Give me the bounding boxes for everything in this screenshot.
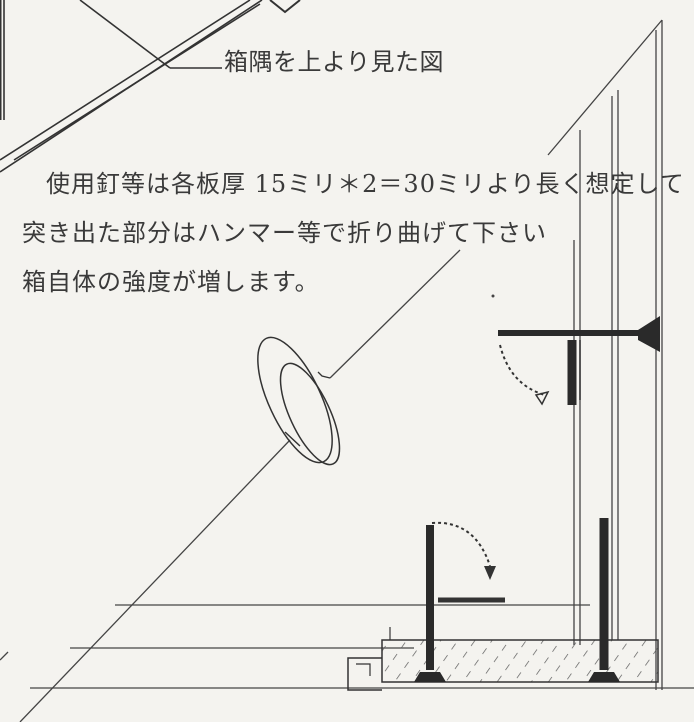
instruction-line-2: 突き出た部分はハンマー等で折り曲げて下さい bbox=[22, 219, 547, 247]
instruction-line-3: 箱自体の強度が増します。 bbox=[22, 268, 320, 296]
top-view-caption: 箱隅を上より見た図 bbox=[224, 48, 445, 76]
nail-standing-right bbox=[588, 518, 620, 682]
instruction-line-1: 使用釘等は各板厚 15ミリ＊2＝30ミリより長く想定して bbox=[46, 170, 685, 198]
base-board-hatched bbox=[347, 639, 659, 691]
nail-head-magnified bbox=[257, 336, 341, 466]
box-corner-top-view bbox=[0, 0, 301, 173]
nail-bend-lower bbox=[414, 521, 505, 682]
diagonal-guides bbox=[0, 249, 461, 722]
floor-lines bbox=[30, 604, 694, 689]
nail-bend-upper bbox=[491, 294, 660, 406]
